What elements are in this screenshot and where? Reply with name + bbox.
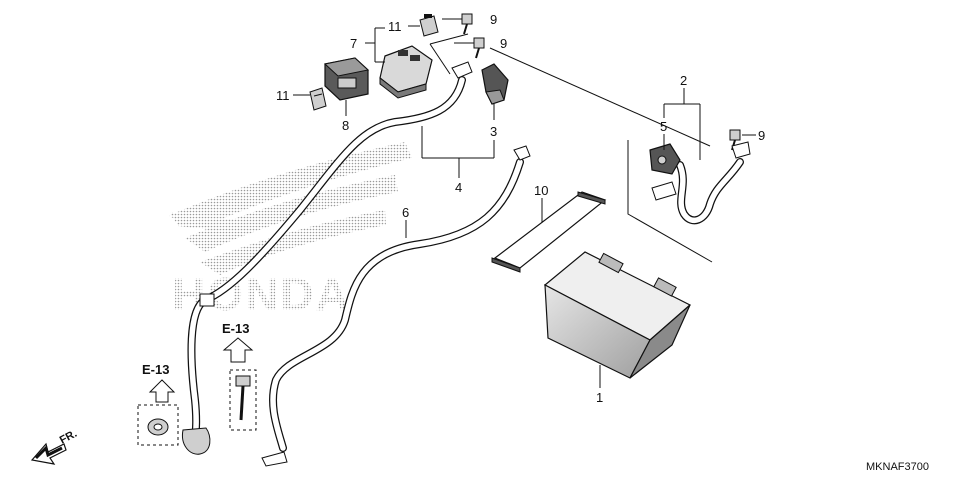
callout-11-upper: 11: [388, 19, 402, 34]
reference-e13-right: E-13: [222, 321, 249, 336]
callouts: 1 2 3 4 5 6 7 8 9 9 9 10 11 11: [276, 12, 765, 405]
ref-arrow-right: [222, 337, 254, 363]
leader-lines: [293, 18, 756, 388]
callout-6: 6: [402, 205, 409, 220]
part-bolt-9a: [461, 13, 473, 35]
callout-9-right: 9: [758, 128, 765, 143]
part-bolt-e13: [229, 369, 257, 431]
group-frame: [627, 140, 713, 263]
part-bolt-9b: [473, 37, 485, 59]
callout-7: 7: [350, 36, 357, 51]
reference-e13-left: E-13: [142, 362, 169, 377]
callout-1: 1: [596, 390, 603, 405]
part-fuse-upper: [419, 14, 439, 37]
part-nut-e13: [137, 404, 179, 446]
callout-8: 8: [342, 118, 349, 133]
callout-9-upper: 9: [490, 12, 497, 27]
front-direction-arrow: [30, 442, 67, 465]
part-cable-6: [261, 145, 531, 467]
part-relay-8: [323, 57, 370, 101]
part-terminal-cover: [481, 63, 509, 105]
honda-wing-logo: HONDA: [168, 142, 412, 320]
callout-2: 2: [680, 73, 687, 88]
part-starter-relay: [379, 45, 433, 99]
part-battery: [543, 251, 692, 379]
callout-3: 3: [490, 124, 497, 139]
part-negative-cable: [649, 141, 751, 225]
callout-9-middle: 9: [500, 36, 507, 51]
callout-4: 4: [455, 180, 462, 195]
part-fuse-lower: [309, 87, 327, 111]
front-direction-label: FR.: [58, 428, 79, 447]
callout-11-lower: 11: [276, 88, 290, 103]
part-battery-band: [491, 191, 607, 273]
ref-arrow-left: [148, 379, 176, 403]
callout-10: 10: [534, 183, 548, 198]
part-cable-4: [181, 61, 473, 455]
callout-5: 5: [660, 119, 667, 134]
diagram-code: MKNAF3700: [866, 461, 929, 473]
